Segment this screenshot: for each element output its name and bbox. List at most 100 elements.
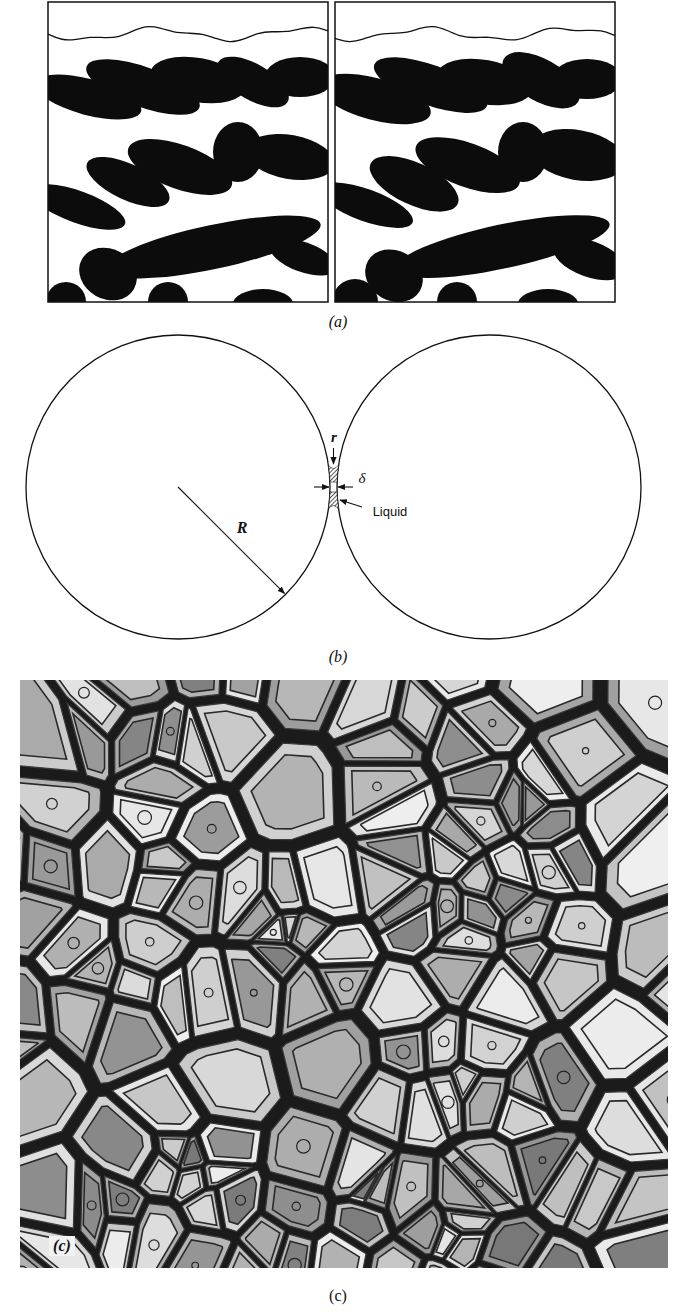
grain-pit (250, 989, 257, 996)
solid-grain (242, 128, 338, 187)
grain-terrace (367, 836, 421, 869)
grain-terrace (296, 917, 326, 948)
grain-pit (68, 937, 79, 948)
grain (336, 725, 422, 761)
grain-terrace (81, 680, 159, 700)
grain-terrace (451, 1214, 490, 1229)
grain-terrace (468, 899, 497, 928)
grain-terrace (521, 1138, 569, 1195)
grain-terrace (443, 928, 491, 951)
phase-label: Liquid (373, 505, 408, 519)
grain-terrace (431, 1020, 456, 1063)
grain (446, 1211, 496, 1231)
grain-terrace (595, 1101, 662, 1155)
grain-terrace (101, 1012, 162, 1074)
grain (380, 906, 433, 957)
grain (68, 941, 117, 989)
grain-pit (397, 1045, 411, 1059)
solid-grain (265, 231, 341, 283)
grain (533, 1033, 597, 1122)
micrograph-panel (26, 2, 341, 322)
grain-terrace (208, 1128, 254, 1159)
panel-label: (b) (329, 648, 348, 666)
grain-terrace (162, 1139, 185, 1161)
grain-pit (340, 978, 353, 991)
panel-label: (a) (329, 313, 348, 331)
grain-terrace (450, 1239, 480, 1267)
grain-terrace (126, 920, 181, 965)
grain-terrace (655, 959, 669, 1023)
grain (445, 1235, 484, 1268)
grain-terrace (280, 1241, 307, 1268)
grain (142, 843, 192, 872)
grain-terrace (385, 1036, 419, 1069)
grain-terrace (510, 945, 543, 975)
grain-pit (20, 1266, 28, 1268)
grain-pit (442, 1096, 454, 1108)
grain (586, 763, 668, 858)
grain (296, 837, 358, 917)
liquid-leader (340, 500, 362, 507)
grain-terrace (134, 1213, 178, 1268)
grain (586, 1092, 668, 1162)
grain-terrace (124, 1075, 192, 1124)
grain-terrace (513, 1062, 542, 1101)
grain-pit (138, 811, 152, 825)
grain (187, 947, 235, 1037)
grain (268, 852, 303, 910)
grain (509, 1055, 546, 1106)
grain (333, 1203, 389, 1248)
grain (174, 1169, 204, 1203)
grain (157, 966, 190, 1043)
grain (196, 703, 276, 782)
solid-grain (526, 122, 629, 188)
liquid-interface (335, 27, 615, 42)
grain-terrace (232, 959, 274, 1027)
grain-terrace (20, 782, 89, 832)
grain-terrace (394, 1161, 428, 1218)
grain-terrace (489, 1222, 538, 1265)
grain (548, 900, 613, 953)
grain (504, 896, 553, 943)
grain-terrace (595, 773, 668, 846)
meniscus-leader (333, 448, 334, 464)
grain-terrace (147, 847, 186, 869)
grain (398, 1205, 442, 1254)
grain (569, 988, 668, 1079)
grain-terrace (125, 768, 193, 799)
grain-pit (539, 1157, 546, 1164)
grain (79, 820, 136, 908)
grain-pit (438, 1036, 449, 1047)
grain-pit (204, 988, 213, 997)
grain (131, 873, 182, 913)
grain-terrace (317, 1240, 360, 1268)
grain-terrace (355, 1078, 401, 1134)
solid-grain (233, 289, 293, 319)
grain (379, 1031, 423, 1074)
grain-terrace (462, 861, 490, 892)
grain-pit (189, 896, 202, 909)
solid-grains (26, 46, 341, 322)
grain-terrace (340, 1208, 383, 1242)
grain (20, 1227, 77, 1268)
grain-pit (116, 1193, 129, 1206)
grain (81, 1163, 105, 1248)
grain (498, 680, 593, 723)
grain-terrace (273, 1186, 321, 1226)
grain (515, 1132, 577, 1206)
grain-terrace (337, 680, 393, 729)
grain-terrace (619, 680, 668, 752)
grain (617, 897, 668, 988)
grain (113, 794, 180, 844)
grain-terrace (109, 1182, 140, 1214)
grain-pit (292, 1202, 300, 1210)
grain-pit (649, 696, 662, 709)
grain (20, 890, 73, 956)
grain-terrace (428, 957, 481, 999)
grain-pit (407, 1182, 416, 1191)
grain-terrace (534, 1244, 593, 1268)
grain-terrace (177, 1172, 200, 1198)
grain (20, 799, 23, 894)
grain-terrace (325, 971, 368, 1005)
